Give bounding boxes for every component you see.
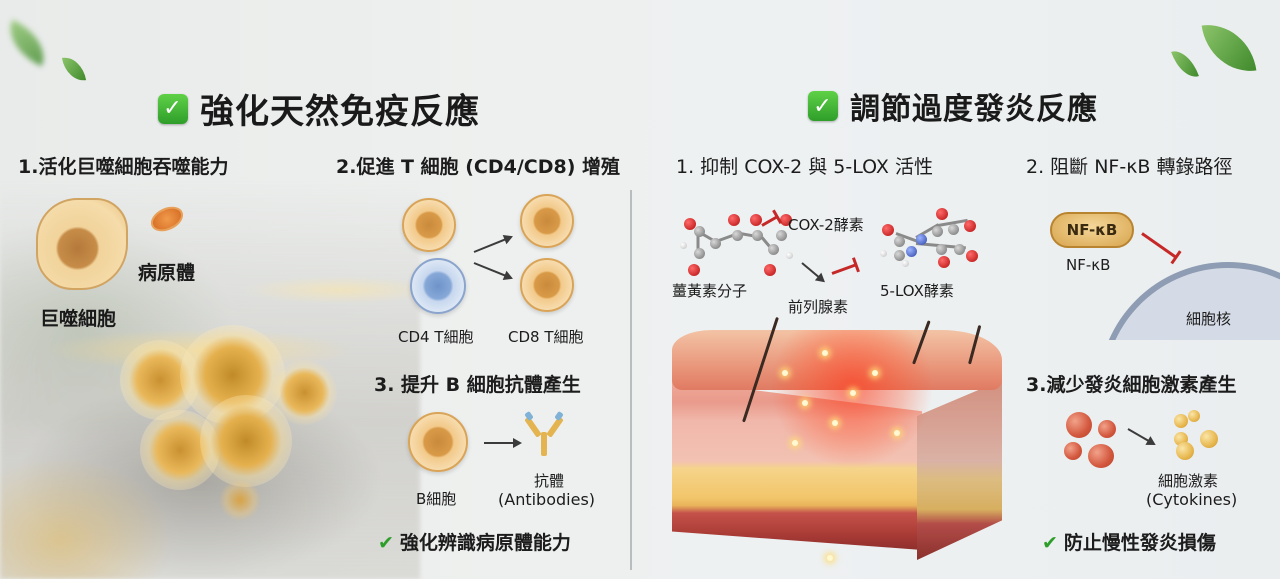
lox5-molecule-icon [876, 206, 978, 268]
nucleus-clip [1090, 255, 1280, 340]
pathogen-label: 病原體 [138, 262, 196, 284]
left-title-text: 強化天然免疫反應 [200, 92, 480, 132]
checkmark-icon: ✔ [378, 532, 394, 554]
macrophage-label: 巨噬細胞 [40, 308, 117, 330]
cytokine-icon [1200, 430, 1218, 448]
cd8-t-cell-icon [520, 258, 574, 312]
arrow-icon [484, 438, 522, 448]
cytokine-icon [1176, 442, 1194, 460]
cd4-label: CD4 T細胞 [398, 328, 474, 346]
left-panel-title: ✓ 強化天然免疫反應 [158, 84, 480, 133]
panel-divider [630, 190, 632, 570]
inflammatory-cell-icon [1064, 442, 1082, 460]
nfkb-label: NF-κB [1066, 256, 1111, 274]
cox2-label: COX-2酵素 [788, 216, 864, 234]
leaf-icon [1171, 45, 1199, 83]
macrophage-section-heading: 1.活化巨噬細胞吞噬能力 [18, 156, 229, 178]
immune-cell-icon [272, 360, 337, 425]
checkmark-icon: ✔ [1042, 532, 1058, 554]
arrow-icon [473, 236, 512, 253]
cox-lox-section-heading: 1. 抑制 COX-2 與 5-LOX 活性 [676, 156, 933, 178]
left-conclusion-text: 強化辨識病原體能力 [399, 532, 571, 554]
b-cell-icon [408, 412, 468, 472]
b-cell-label: B細胞 [416, 490, 457, 508]
macrophage-icon [36, 198, 128, 290]
cd8-label: CD8 T細胞 [508, 328, 584, 346]
right-title-text: 調節過度發炎反應 [850, 92, 1098, 127]
inhibit-icon [831, 263, 857, 275]
right-panel-title: ✓ 調節過度發炎反應 [808, 84, 1098, 128]
cd4-t-cell-icon [410, 258, 466, 314]
arrow-icon [1127, 428, 1155, 445]
cytokine-icon [1188, 410, 1200, 422]
cytokine-icon [1174, 414, 1188, 428]
inflammation-glow [772, 330, 932, 470]
cytokines-label-en: (Cytokines) [1146, 490, 1238, 509]
nfkb-molecule-icon: NF-κB [1050, 212, 1134, 248]
inflammatory-cell-icon [1098, 420, 1116, 438]
left-conclusion: ✔強化辨識病原體能力 [378, 528, 571, 555]
right-conclusion: ✔防止慢性發炎損傷 [1042, 528, 1216, 555]
check-box-icon: ✓ [158, 93, 188, 124]
antibody-icon [524, 411, 564, 456]
cytokine-section-heading: 3.減少發炎細胞激素產生 [1026, 374, 1237, 396]
t-cell-section-heading: 2.促進 T 細胞 (CD4/CD8) 增殖 [336, 156, 621, 178]
t-cell-icon [402, 198, 456, 252]
cytokines-label-zh: 細胞激素 [1158, 472, 1219, 490]
immune-cell-icon [220, 480, 260, 520]
right-conclusion-text: 防止慢性發炎損傷 [1063, 532, 1216, 554]
antibody-label-zh: 抗體 [534, 472, 565, 490]
inflammatory-cell-icon [1066, 412, 1092, 438]
inflammatory-cell-icon [1088, 444, 1114, 468]
check-box-icon: ✓ [808, 91, 838, 121]
arrow-icon [473, 262, 512, 279]
antibody-label-en: (Antibodies) [498, 490, 596, 509]
curcumin-label: 薑黃素分子 [672, 282, 748, 300]
leaf-icon [1201, 18, 1257, 78]
cd8-t-cell-icon [520, 194, 574, 248]
lox5-label: 5-LOX酵素 [880, 282, 954, 300]
nfkb-section-heading: 2. 阻斷 NF-κB 轉錄路徑 [1026, 156, 1233, 178]
curcumin-molecule-icon [680, 208, 793, 278]
inflamed-skin-illustration [672, 316, 1002, 561]
arrow-icon [801, 262, 825, 282]
nfkb-blob-label: NF-κB [1066, 221, 1118, 239]
leaf-icon [0, 19, 55, 67]
nucleus-label: 細胞核 [1186, 310, 1232, 328]
leaf-icon [61, 54, 87, 84]
b-cell-section-heading: 3. 提升 B 細胞抗體產生 [374, 374, 581, 396]
prostaglandin-label: 前列腺素 [788, 298, 849, 316]
